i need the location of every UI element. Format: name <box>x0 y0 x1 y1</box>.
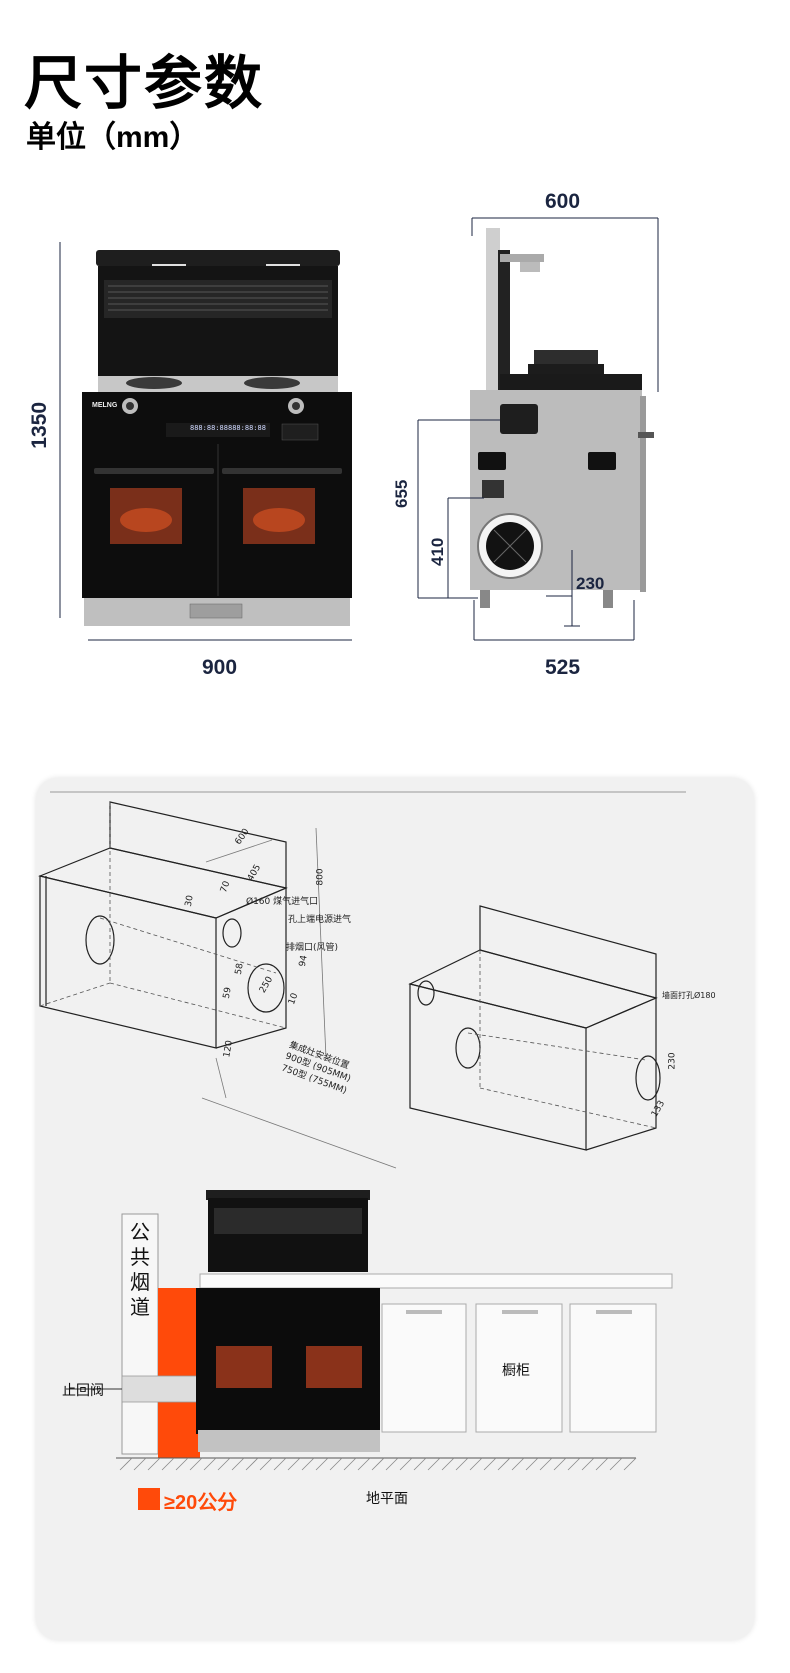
check-valve-label: 止回阀 <box>62 1383 104 1399</box>
dim-94: 94 <box>297 954 310 968</box>
dim-58: 58 <box>233 962 246 976</box>
hole-160-label: Ø160 煤气进气口 <box>246 897 319 907</box>
exhaust-label: 排烟口(风管) <box>286 943 339 953</box>
dim-800: 800 <box>315 868 326 886</box>
legend-swatch <box>138 1488 160 1510</box>
brand-logo: MELNG <box>92 402 118 409</box>
cabinet-label: 橱柜 <box>502 1363 530 1379</box>
power-label: 孔上端电源进气 <box>288 915 352 925</box>
front-view: 1350 900 MELNG 888:88:88 888:88:88 <box>0 0 790 700</box>
install-panel: 600 405 800 70 Ø160 煤气进气口 孔上端电源进气 排烟口(风管… <box>36 778 754 1640</box>
side-depth-bottom: 525 <box>545 656 581 679</box>
floor-label: 地平面 <box>366 1491 408 1507</box>
side-height-655: 655 <box>392 479 411 508</box>
flue-label: 公共烟道 <box>130 1220 150 1319</box>
unit-label: 单位（mm） <box>26 121 200 154</box>
dim-230: 230 <box>667 1052 678 1070</box>
front-view-drawing <box>59 242 352 641</box>
display-right: 888:88:88 <box>228 424 266 432</box>
wall-hole-label: 墙面打孔Ø180 <box>662 991 716 1000</box>
legend-label: ≥20公分 <box>164 1492 238 1514</box>
display-left: 888:88:88 <box>190 424 228 432</box>
side-depth-top: 600 <box>545 190 581 213</box>
dim-59: 59 <box>221 986 234 1000</box>
side-height-410: 410 <box>428 537 447 566</box>
dim-30: 30 <box>183 894 196 908</box>
side-view-drawing <box>417 217 659 641</box>
side-view: 600 525 655 410 230 <box>0 0 790 700</box>
page-title: 尺寸参数 <box>24 51 265 116</box>
install-drawing <box>38 791 686 1471</box>
side-dim-230: 230 <box>576 574 605 593</box>
front-width-label: 900 <box>202 656 238 679</box>
